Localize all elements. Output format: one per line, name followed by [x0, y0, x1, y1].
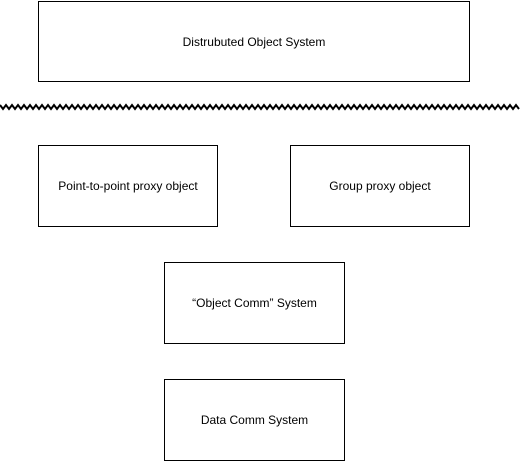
layer-separator-line — [0, 103, 520, 111]
group-proxy-label: Group proxy object — [329, 179, 431, 193]
distributed-object-system-box: Distrubuted Object System — [38, 1, 470, 82]
group-proxy-box: Group proxy object — [290, 145, 470, 227]
point-to-point-proxy-box: Point-to-point proxy object — [38, 145, 218, 227]
object-comm-system-label: “Object Comm” System — [192, 296, 317, 310]
distributed-object-system-label: Distrubuted Object System — [182, 34, 326, 49]
data-comm-system-box: Data Comm System — [164, 379, 345, 461]
data-comm-system-label: Data Comm System — [200, 413, 309, 427]
point-to-point-proxy-label: Point-to-point proxy object — [58, 179, 198, 193]
object-comm-system-box: “Object Comm” System — [164, 262, 345, 344]
